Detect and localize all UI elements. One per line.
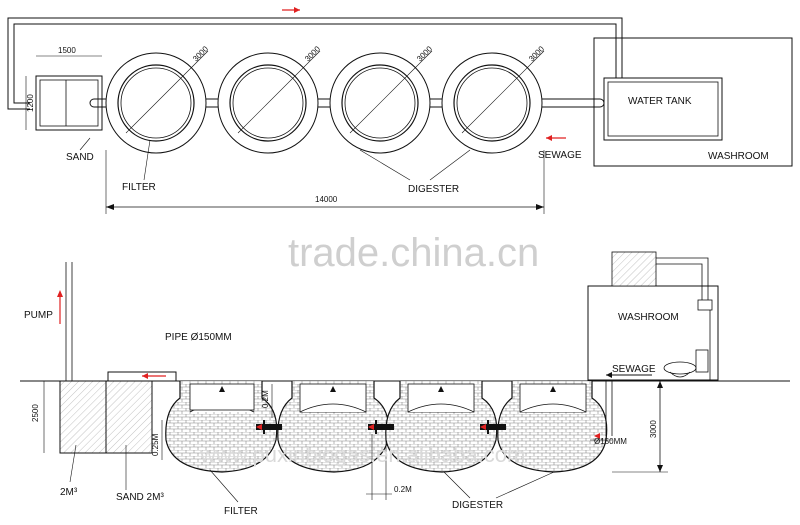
dim-gap-bottom: 0.2M — [394, 485, 412, 494]
section-digester-body-3 — [497, 381, 608, 473]
label-plan-washroom: WASHROOM — [708, 151, 769, 162]
plan-digester-ring-3: 3000 — [441, 44, 546, 154]
section-digester-body-2 — [385, 381, 498, 473]
plan-view: 1500 1200 3000 3000 — [7, 7, 793, 214]
flow-arrow-section — [142, 373, 166, 379]
section-washroom — [587, 251, 719, 381]
plan-digester-ring-2: 3000 — [329, 44, 434, 154]
plan-sand-tank — [35, 75, 103, 131]
section-connectors — [256, 420, 600, 439]
dim-sand-height: 1200 — [26, 94, 35, 112]
label-plan-digester: DIGESTER — [408, 184, 459, 195]
label-sand-volume: SAND 2M³ — [116, 492, 164, 503]
dim-total-length-line — [105, 150, 545, 214]
dim-ring-4: 3000 — [527, 44, 546, 63]
label-pump: PUMP — [24, 310, 53, 321]
flow-arrow-top — [282, 7, 300, 13]
dim-ring-1: 3000 — [191, 44, 210, 63]
dim-depth-right: 3000 — [649, 420, 658, 438]
label-section-digester: DIGESTER — [452, 500, 503, 511]
dim-depth-left: 2500 — [31, 404, 40, 422]
dim-total-length: 14000 — [315, 195, 338, 204]
label-water-tank: WATER TANK — [628, 96, 692, 107]
section-filter-body — [165, 381, 278, 473]
dim-pipe-diameter: Ø150MM — [594, 437, 627, 446]
sewage-arrow-section — [606, 372, 652, 378]
watermark-primary: trade.china.cn — [288, 231, 539, 275]
label-plan-filter: FILTER — [122, 182, 156, 193]
plan-washroom — [593, 37, 793, 167]
dim-gap-left: 0.25M — [151, 433, 160, 456]
label-volume-left: 2M³ — [60, 487, 78, 498]
watermark-secondary: www.puxinbiogas.en.alibaba.com — [199, 442, 525, 467]
section-digester-body-1 — [277, 381, 390, 473]
plan-digester-ring-1: 3000 — [217, 44, 322, 154]
label-section-sewage: SEWAGE — [612, 364, 656, 375]
dim-ring-3: 3000 — [415, 44, 434, 63]
label-pipe: PIPE Ø150MM — [165, 332, 232, 343]
label-plan-sand: SAND — [66, 152, 94, 163]
label-section-filter: FILTER — [224, 506, 258, 517]
sewage-arrow-plan — [546, 135, 566, 141]
section-view: PUMP PIPE Ø150MM 2500 2M³ SAND 2M³ — [20, 251, 790, 517]
dim-sand-width: 1500 — [58, 46, 76, 55]
plan-filter-ring: 3000 — [105, 44, 210, 154]
section-sand-pit — [59, 380, 153, 454]
pump-arrow — [57, 290, 63, 324]
label-section-washroom: WASHROOM — [618, 312, 679, 323]
label-plan-sewage: SEWAGE — [538, 150, 582, 161]
dim-gap-top: 0.2M — [261, 390, 270, 408]
dim-ring-2: 3000 — [303, 44, 322, 63]
